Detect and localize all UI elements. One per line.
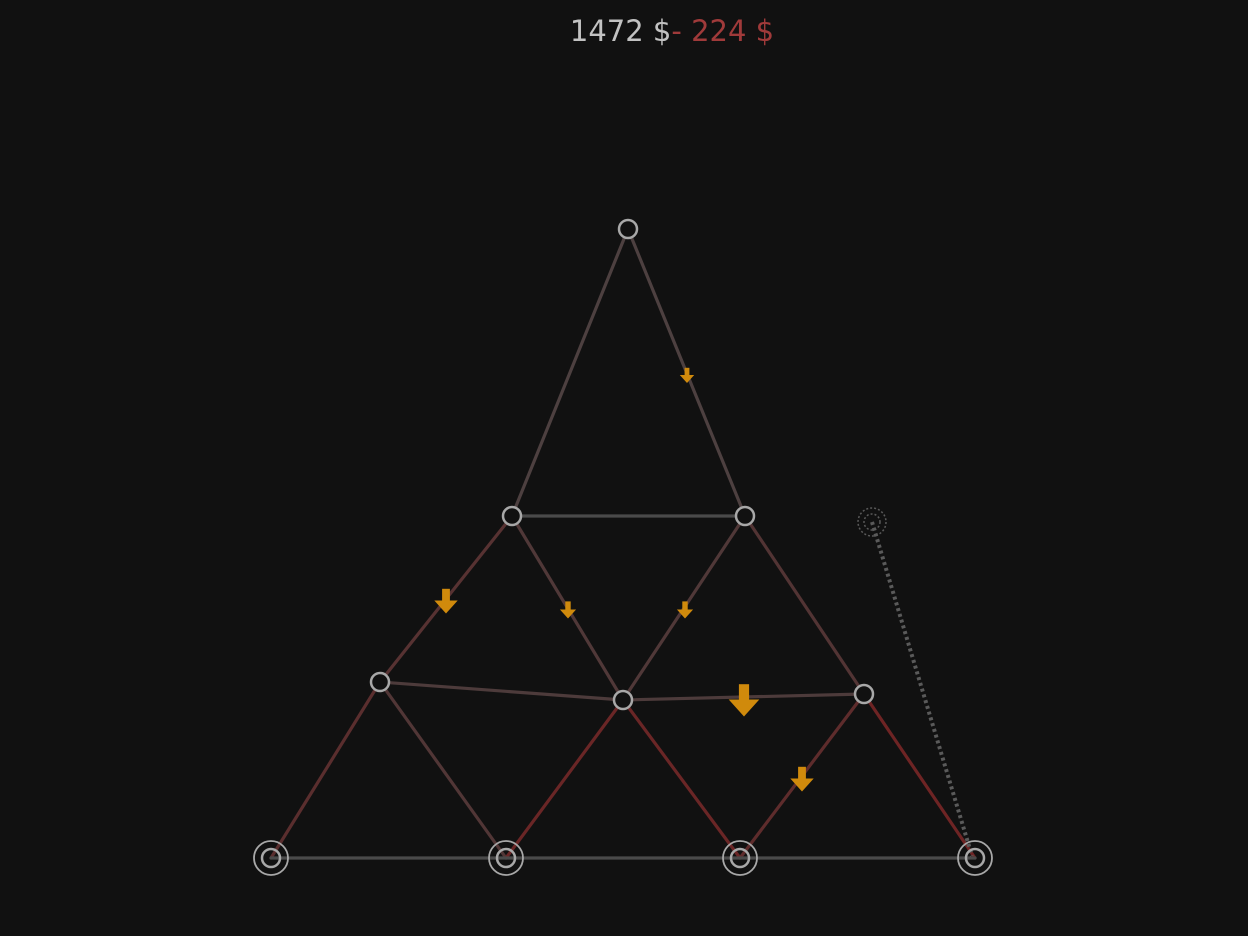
budget-amount: 1472 $ [569,14,672,48]
beam[interactable] [621,698,742,860]
joint-node-icon[interactable] [853,683,875,705]
joint-node-icon[interactable] [617,218,639,240]
joint-node-icon[interactable] [734,505,756,527]
joint-node-icon[interactable] [501,505,523,527]
ghost-node-icon[interactable] [857,507,887,537]
joint-node-icon[interactable] [369,671,391,693]
cost-separator: - [671,14,692,48]
anchor-node-icon[interactable] [488,840,524,876]
beam[interactable] [378,680,625,702]
anchor-node-icon[interactable] [957,840,993,876]
beam[interactable] [378,680,508,860]
beam[interactable] [504,698,625,860]
cost-readout: 1472 $- 224 $ [0,14,1248,48]
load-arrow-down-icon [728,684,760,717]
beam[interactable] [510,227,630,518]
cost-amount: 224 $ [691,14,775,48]
beams [269,227,977,860]
anchor-node-icon[interactable] [722,840,758,876]
beam[interactable] [269,680,382,860]
load-arrows [434,367,814,792]
load-arrow-down-icon [679,367,695,383]
anchors [253,840,993,876]
anchor-node-icon[interactable] [253,840,289,876]
joint-node-icon[interactable] [612,689,634,711]
beam[interactable] [862,692,977,860]
beam[interactable] [743,514,866,696]
ghost-beam [870,521,974,857]
joints [369,218,875,711]
